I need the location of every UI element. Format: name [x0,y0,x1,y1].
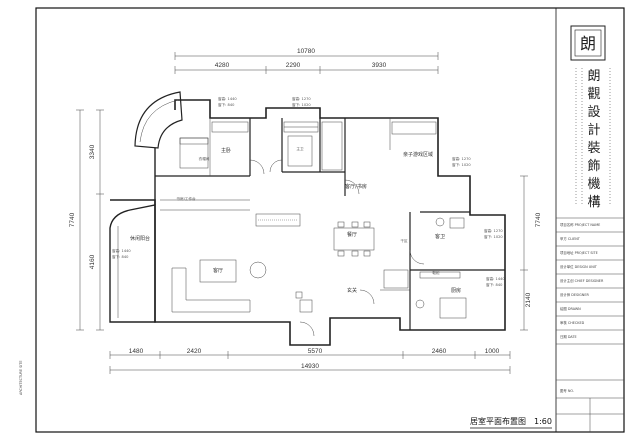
brand-char: 機 [587,177,600,192]
balcony-outline [109,204,156,323]
dim-left: 7740 [69,212,76,227]
room-label-cloakroom: 衣帽间 [199,156,210,161]
window-height: 窗高: 1440 [486,276,505,281]
sofa [171,267,251,313]
title-block-row: 设计师 DESIGNER [560,292,589,297]
coffee-table [199,259,237,283]
dim-right: 7740 [535,212,542,227]
room-label-entrance: 玄关 [347,287,357,294]
room-labels: 主卧 亲子游戏区域 衣帽间 主卫 客厅/书房 书房/工作台 休闲阳台 客厅 餐厅… [130,146,461,294]
brand-char: 設 [587,104,600,120]
window-height: 窗高: 1440 [218,96,237,101]
window-sill: 窗下: 840 [112,254,129,259]
brand-name: 朗 觀 設 計 裝 飾 機 構 [575,68,611,210]
title-block-row: 审核 CHECKED [560,320,585,325]
room-label-kids-area: 亲子游戏区域 [403,151,433,158]
sheet-border [35,7,625,433]
room-label-guest-bathroom: 客卫 [435,233,445,240]
dim-bottom-segment: 2420 [187,348,202,355]
room-label-master-bath: 主卫 [296,146,304,151]
title-block-row: 设计主创 CHIEF DESIGNER [560,278,604,283]
title-block-row: 绘图 DRAWN [560,306,581,311]
kids-bed [287,135,313,167]
toilet [435,217,445,227]
room-label-leisure-balcony: 休闲阳台 [130,235,150,242]
brand-char: 裝 [587,141,600,156]
dining-table [333,227,375,251]
room-label-living-room: 客厅 [213,267,223,274]
brand-char: 飾 [587,159,600,174]
room-label-study: 书房/工作台 [176,196,196,201]
room-label-shoe-cabinet: 鞋柜 [432,270,440,275]
dim-bottom-segment: 1000 [485,348,500,355]
title-block-row: 项目地址 PROJECT SITE [560,250,598,255]
top-dimensions: 10780 4280 2290 3930 [174,48,439,74]
title-block-row: 设计单位 DESIGN UNIT [560,264,598,269]
dim-top-segment: 2290 [286,62,301,69]
title-block-row: 图号 NO. [560,388,574,393]
title-block-row: 甲方 CLIENT [560,236,581,241]
left-dimensions: 3340 4160 7740 [69,109,104,331]
bay-window [134,91,183,149]
room-label-dining-room: 餐厅 [347,231,357,238]
window-notes: 窗高: 1440 窗下: 840 窗高: 1270 窗下: 1020 窗高: 1… [112,96,505,287]
dim-bottom-segment: 2460 [432,348,447,355]
dim-top-segment: 3930 [372,62,387,69]
bottom-dimensions: 1480 2420 5570 2460 1000 14930 [109,348,511,374]
room-label-dry-zone: 干区 [400,239,408,243]
master-bed [179,137,209,169]
window-height: 窗高: 1270 [452,156,471,161]
brand-char: 計 [587,122,600,138]
dim-right: 2140 [525,292,532,307]
dim-bottom-segment: 1480 [129,348,144,355]
window-height: 窗高: 1270 [292,96,311,101]
title-block-row: 项目名称 PROJECT NAME [560,222,600,227]
brand-char: 觀 [587,87,600,102]
window-sill: 窗下: 1020 [292,102,311,107]
dim-left: 4160 [89,254,96,269]
side-note: ARCHITECTURE SITE [19,361,23,396]
room-label-kitchen: 厨房 [451,287,461,294]
right-dimensions: 7740 2140 [520,175,542,331]
kitchen-counter [383,269,409,289]
brand-char: 構 [587,195,600,210]
piano [255,213,301,227]
logo-text: 朗 [580,34,596,53]
title-block: 项目名称 PROJECT NAME 甲方 CLIENT 项目地址 PROJECT… [556,217,624,432]
floor-plan [109,91,506,346]
room-label-living-dining: 客厅/书房 [345,183,367,190]
window-sill: 窗下: 840 [218,102,235,107]
dim-bottom-total: 14930 [301,363,319,370]
brand-logo: 朗 [570,25,606,61]
drawing-title: 居室平面布置图 [470,416,526,426]
dim-left: 3340 [89,144,96,159]
window-height: 窗高: 1440 [112,248,131,253]
window-sill: 窗下: 1020 [484,234,503,239]
window-sill: 窗下: 840 [486,282,503,287]
brand-char: 朗 [587,69,600,84]
title-block-row: 日期 DATE [560,334,577,339]
dim-top-segment: 4280 [215,62,230,69]
dim-bottom-segment: 5570 [308,348,323,355]
window-sill: 窗下: 1020 [452,162,471,167]
drawing-title-block: 居室平面布置图 1:60 [470,416,552,429]
dim-top-total: 10780 [297,48,315,55]
room-label-master-bedroom: 主卧 [221,147,231,154]
drawing-scale: 1:60 [534,417,552,426]
window-height: 窗高: 1270 [484,228,503,233]
